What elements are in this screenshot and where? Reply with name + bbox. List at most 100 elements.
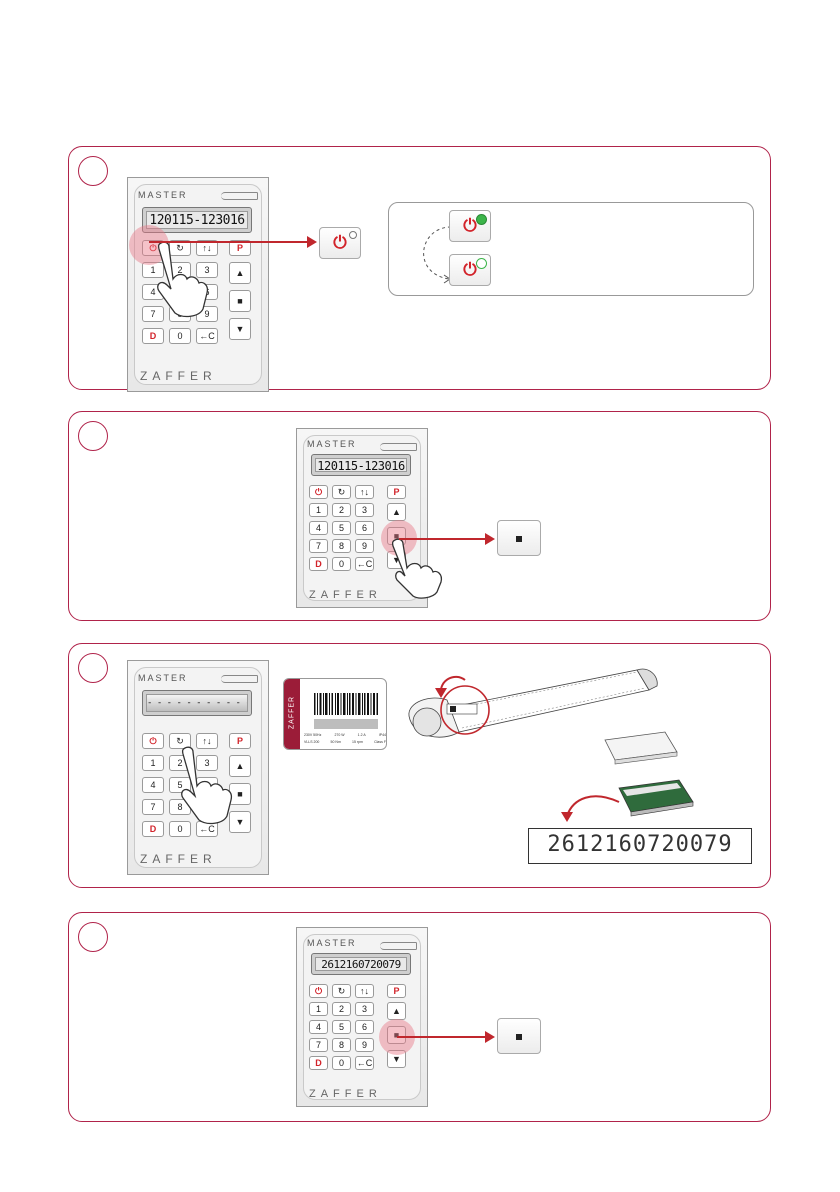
- remote-logo: ZAFFER: [140, 852, 217, 866]
- key-0[interactable]: 0: [169, 821, 191, 837]
- remote-logo: ZAFFER: [309, 589, 382, 601]
- delete-key[interactable]: D: [309, 557, 328, 571]
- key-3[interactable]: 3: [355, 1002, 374, 1016]
- led-off-icon: [476, 258, 487, 269]
- key-6[interactable]: 6: [355, 1020, 374, 1034]
- delete-key[interactable]: D: [142, 328, 164, 344]
- down-key[interactable]: ▼: [229, 811, 251, 833]
- power-glyph: ⏻: [333, 233, 347, 252]
- key-5[interactable]: 5: [332, 1020, 351, 1034]
- power-key[interactable]: ⏻: [142, 733, 164, 749]
- key-9[interactable]: 9: [355, 539, 374, 553]
- key-0[interactable]: 0: [169, 328, 191, 344]
- up-key[interactable]: ▲: [229, 262, 251, 284]
- key-2[interactable]: 2: [332, 1002, 351, 1016]
- key-8[interactable]: 8: [332, 539, 351, 553]
- barcode-icon: [314, 693, 378, 715]
- key-5[interactable]: 5: [332, 521, 351, 535]
- key-2[interactable]: 2: [332, 503, 351, 517]
- spec-text: VLLS 200: [304, 740, 320, 744]
- cycle-key[interactable]: ↻: [169, 733, 191, 749]
- updown-key[interactable]: ↑↓: [355, 485, 374, 499]
- stop-button-enlarged[interactable]: [497, 520, 541, 556]
- clear-key[interactable]: ←C: [196, 328, 218, 344]
- stop-square-icon: [516, 536, 522, 542]
- up-key[interactable]: ▲: [387, 1002, 406, 1020]
- power-key[interactable]: ⏻: [309, 984, 328, 998]
- key-1[interactable]: 1: [142, 262, 164, 278]
- led-indicator-icon: [349, 231, 357, 239]
- key-8[interactable]: 8: [332, 1038, 351, 1052]
- spec-text: 270 W: [334, 733, 345, 737]
- remote-brand: MASTER: [307, 938, 357, 948]
- remote-lcd: 120115-123016: [311, 454, 411, 476]
- prog-key[interactable]: P: [387, 984, 406, 998]
- key-7[interactable]: 7: [309, 539, 328, 553]
- cycle-key[interactable]: ↻: [332, 984, 351, 998]
- remote-logo: ZAFFER: [140, 369, 217, 383]
- key-4[interactable]: 4: [309, 1020, 328, 1034]
- power-key[interactable]: ⏻: [309, 485, 328, 499]
- connector-line: [399, 538, 487, 540]
- key-1[interactable]: 1: [142, 755, 164, 771]
- step-number-circle: [78, 421, 108, 451]
- clear-key[interactable]: ←C: [355, 1056, 374, 1070]
- prog-key[interactable]: P: [229, 733, 251, 749]
- key-3[interactable]: 3: [196, 755, 218, 771]
- label-brand-text: ZAFFER: [288, 695, 296, 730]
- key-7[interactable]: 7: [142, 306, 164, 322]
- key-9[interactable]: 9: [355, 1038, 374, 1052]
- lcd-text: 120115-123016: [146, 211, 248, 229]
- arrow-head-icon: [485, 533, 495, 545]
- remote-control: MASTER 2612160720079 ⏻ ↻ ↑↓ P 1 2 3 ▲ 4 …: [296, 927, 428, 1107]
- lcd-text: 120115-123016: [315, 458, 407, 472]
- key-7[interactable]: 7: [142, 799, 164, 815]
- key-6[interactable]: 6: [355, 521, 374, 535]
- key-3[interactable]: 3: [355, 503, 374, 517]
- remote-lcd: 120115-123016: [142, 207, 252, 233]
- key-1[interactable]: 1: [309, 1002, 328, 1016]
- delete-key[interactable]: D: [309, 1056, 328, 1070]
- key-4[interactable]: 4: [142, 777, 164, 793]
- clear-key[interactable]: ←C: [355, 557, 374, 571]
- cycle-key[interactable]: ↻: [332, 485, 351, 499]
- power-glyph: ⏻: [463, 260, 477, 279]
- arrow-head-icon: [307, 236, 317, 248]
- led-state-box: ⏻ ⏻: [388, 202, 754, 296]
- spec-text: 50 Nm: [330, 740, 341, 744]
- updown-key[interactable]: ↑↓: [355, 984, 374, 998]
- stop-key[interactable]: ■: [229, 290, 251, 312]
- power-button-led-on: ⏻: [449, 210, 491, 242]
- spec-text: 1.2 A: [357, 733, 366, 737]
- delete-key[interactable]: D: [142, 821, 164, 837]
- power-button-enlarged[interactable]: ⏻: [319, 227, 361, 259]
- prog-key[interactable]: P: [229, 240, 251, 256]
- down-key[interactable]: ▼: [387, 1050, 406, 1068]
- updown-key[interactable]: ↑↓: [196, 733, 218, 749]
- updown-key[interactable]: ↑↓: [196, 240, 218, 256]
- down-key[interactable]: ▼: [229, 318, 251, 340]
- remote-control: MASTER 120115-123016 ⏻ ↻ ↑↓ P 1 2 3 ▲ 4 …: [127, 177, 269, 392]
- key-0[interactable]: 0: [332, 1056, 351, 1070]
- key-4[interactable]: 4: [309, 521, 328, 535]
- prog-key[interactable]: P: [387, 485, 406, 499]
- spec-text: 230V 50Hz: [304, 733, 322, 737]
- key-0[interactable]: 0: [332, 557, 351, 571]
- up-key[interactable]: ▲: [229, 755, 251, 777]
- serial-number-box: 2612160720079: [528, 828, 752, 864]
- step-number-circle: [78, 653, 108, 683]
- stop-button-enlarged[interactable]: [497, 1018, 541, 1054]
- remote-lcd: 2612160720079: [311, 953, 411, 975]
- key-1[interactable]: 1: [309, 503, 328, 517]
- connector-line: [397, 1036, 487, 1038]
- remote-logo: ZAFFER: [309, 1088, 382, 1100]
- led-on-icon: [476, 214, 487, 225]
- key-3[interactable]: 3: [196, 262, 218, 278]
- remote-brand: MASTER: [307, 439, 357, 449]
- up-key[interactable]: ▲: [387, 503, 406, 521]
- remote-control: MASTER 120115-123016 ⏻ ↻ ↑↓ P 1 2 3 ▲ 4 …: [296, 428, 428, 608]
- key-7[interactable]: 7: [309, 1038, 328, 1052]
- step-panel-4: MASTER 2612160720079 ⏻ ↻ ↑↓ P 1 2 3 ▲ 4 …: [68, 912, 771, 1122]
- stop-key[interactable]: ■: [387, 1026, 406, 1044]
